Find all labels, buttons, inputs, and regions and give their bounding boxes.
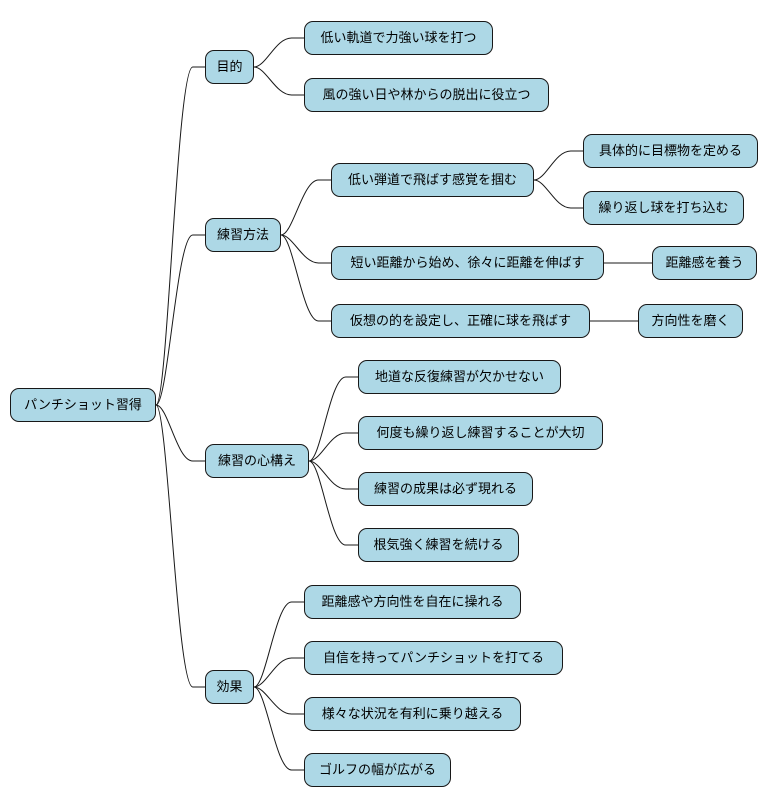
link-root-c3-c1: [253, 657, 304, 688]
topic-node-root-c1-c2: 仮想の的を設定し、正確に球を飛ばす: [331, 304, 590, 338]
link-root-c1: [155, 234, 205, 406]
link-root-c1-c1: [280, 234, 331, 264]
link-root-c3-c2: [253, 686, 304, 715]
link-root-c3-c0: [253, 601, 304, 688]
link-root-c0-c1: [253, 66, 304, 96]
topic-node-root-c1: 練習方法: [205, 218, 281, 252]
link-root-c1-c0: [280, 179, 331, 236]
topic-node-root-c1-c1-c0: 距離感を養う: [652, 246, 757, 280]
topic-node-root-c2-c2: 練習の成果は必ず現れる: [358, 472, 533, 506]
topic-node-root-c1-c0-c1: 繰り返し球を打ち込む: [583, 191, 744, 225]
topic-node-root-c1-c0-c0: 具体的に目標物を定める: [583, 134, 758, 168]
topic-node-root-c3-c2: 様々な状況を有利に乗り越える: [304, 697, 521, 731]
link-root-c2: [155, 404, 205, 462]
topic-node-root-c3: 効果: [205, 670, 254, 704]
link-root-c2-c0: [308, 376, 358, 462]
link-root-c1-c2: [280, 234, 331, 322]
topic-node-root-c3-c0: 距離感や方向性を自在に操れる: [304, 585, 521, 619]
topic-node-root-c3-c1: 自信を持ってパンチショットを打てる: [304, 641, 563, 675]
topic-node-root-c2-c3: 根気強く練習を続ける: [358, 528, 519, 562]
link-root-c2-c1: [308, 432, 358, 462]
topic-node-root-c1-c1: 短い距離から始め、徐々に距離を伸ばす: [331, 246, 604, 280]
topic-node-root-c1-c2-c0: 方向性を磨く: [638, 304, 743, 338]
topic-node-root-c0-c1: 風の強い日や林からの脱出に役立つ: [304, 78, 549, 112]
topic-node-root-c1-c0: 低い弾道で飛ばす感覚を掴む: [331, 163, 534, 197]
link-root-c2-c2: [308, 460, 358, 490]
link-root-c0: [155, 66, 205, 406]
link-root-c2-c3: [308, 460, 358, 546]
link-root-c1-c0-c1: [533, 179, 583, 209]
link-root-c1-c0-c0: [533, 150, 583, 181]
root-node: パンチショット習得: [10, 388, 156, 422]
link-root-c3: [155, 404, 205, 688]
topic-node-root-c2: 練習の心構え: [205, 444, 309, 478]
topic-node-root-c3-c3: ゴルフの幅が広がる: [304, 753, 451, 787]
topic-node-root-c0: 目的: [205, 50, 254, 84]
link-root-c0-c0: [253, 37, 304, 68]
topic-node-root-c2-c1: 何度も繰り返し練習することが大切: [358, 416, 603, 450]
topic-node-root-c0-c0: 低い軌道で力強い球を打つ: [304, 21, 493, 55]
link-root-c3-c3: [253, 686, 304, 771]
topic-node-root-c2-c0: 地道な反復練習が欠かせない: [358, 360, 561, 394]
